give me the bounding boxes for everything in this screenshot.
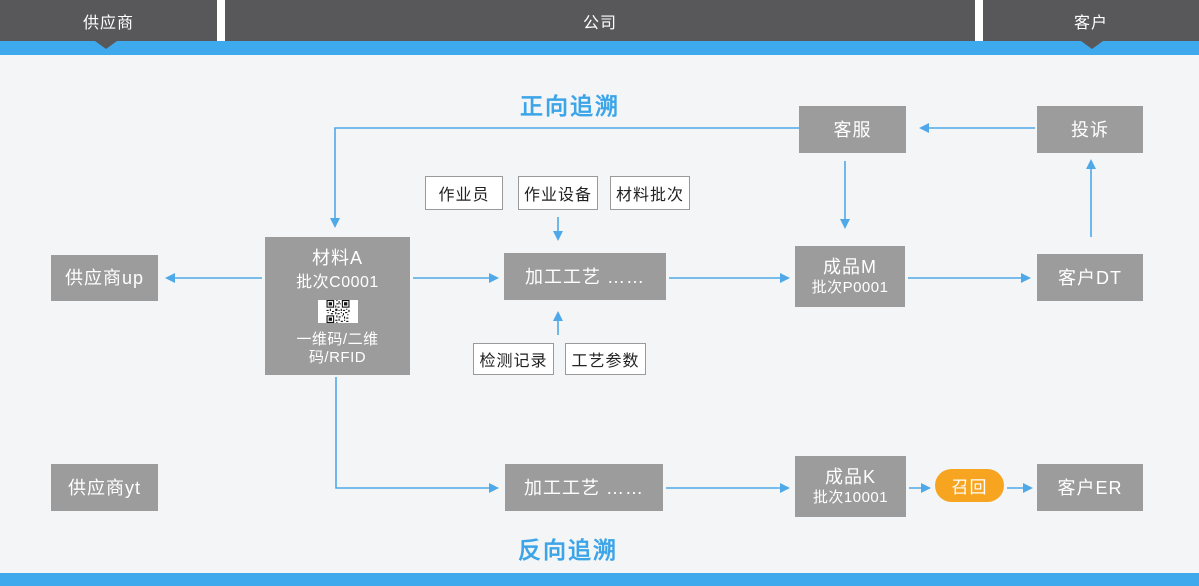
node-supplier-up-label: 供应商up (64, 268, 145, 288)
backward-trace-title: 反向追溯 (518, 537, 618, 563)
node-process-1: 加工工艺 …… (504, 253, 666, 300)
top-blue-strip (0, 41, 1199, 55)
node-complaint-label: 投诉 (1071, 119, 1109, 140)
node-customer-er-label: 客户ER (1057, 477, 1123, 498)
swimlane-header: 供应商 公司 客户 (0, 0, 1199, 41)
supplier-notch-icon (95, 41, 117, 49)
node-material-a-code-caption: 一维码/二维码/RFID (296, 331, 379, 366)
node-product-m-name: 成品M (823, 257, 877, 277)
node-product-k-name: 成品K (824, 467, 876, 487)
tag-operator-label: 作业员 (438, 187, 490, 204)
tag-operator: 作业员 (425, 176, 503, 210)
lane-customer-label: 客户 (1073, 14, 1108, 32)
lane-company: 公司 (225, 0, 975, 41)
node-product-m-batch: 批次P0001 (811, 279, 889, 296)
tag-material-batch: 材料批次 (610, 176, 690, 210)
tag-inspection-record-label: 检测记录 (479, 353, 548, 370)
node-supplier-yt-label: 供应商yt (67, 477, 141, 498)
tag-equipment-label: 作业设备 (523, 187, 592, 204)
tag-inspection-record: 检测记录 (473, 343, 554, 375)
recall-badge-label: 召回 (951, 478, 988, 497)
forward-trace-title: 正向追溯 (520, 93, 620, 119)
recall-badge: 召回 (935, 469, 1004, 502)
node-process-1-label: 加工工艺 …… (524, 266, 645, 287)
node-material-a-batch: 批次C0001 (296, 274, 379, 291)
tag-process-params-label: 工艺参数 (571, 353, 640, 370)
lane-divider (975, 0, 983, 41)
node-customer-er: 客户ER (1037, 464, 1143, 511)
lane-company-label: 公司 (582, 14, 617, 32)
node-customer-service-label: 客服 (833, 119, 872, 140)
node-material-a: 材料A 批次C0001 一维码/二维码/RFID (265, 237, 410, 375)
lane-supplier: 供应商 (0, 0, 217, 41)
node-complaint: 投诉 (1037, 106, 1143, 153)
node-supplier-yt: 供应商yt (51, 464, 158, 511)
node-process-2-label: 加工工艺 …… (523, 477, 644, 498)
lane-supplier-label: 供应商 (82, 14, 134, 32)
tag-equipment: 作业设备 (518, 176, 598, 210)
bottom-blue-strip (0, 573, 1199, 586)
node-product-m: 成品M 批次P0001 (795, 246, 905, 307)
customer-notch-icon (1081, 41, 1103, 49)
node-product-k-batch: 批次10001 (812, 489, 889, 506)
node-process-2: 加工工艺 …… (505, 464, 663, 511)
node-customer-service: 客服 (799, 106, 906, 153)
node-material-a-name: 材料A (311, 248, 363, 268)
node-product-k: 成品K 批次10001 (795, 456, 906, 517)
qr-code-icon (317, 300, 358, 323)
arrow-service-to-material-a (330, 127, 799, 228)
node-customer-dt-label: 客户DT (1058, 267, 1122, 288)
node-customer-dt: 客户DT (1037, 254, 1143, 301)
lane-customer: 客户 (983, 0, 1199, 41)
lane-divider (217, 0, 225, 41)
tag-material-batch-label: 材料批次 (615, 187, 684, 204)
arrow-material-a-to-process-2 (335, 377, 499, 493)
node-supplier-up: 供应商up (51, 255, 158, 301)
tag-process-params: 工艺参数 (565, 343, 646, 375)
